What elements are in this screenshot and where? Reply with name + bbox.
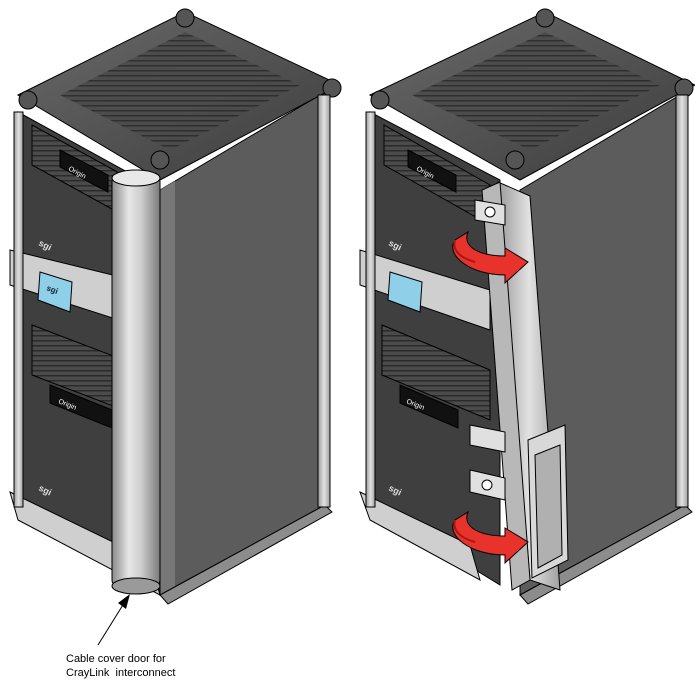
sgi-logo-lcd: sgi: [45, 283, 59, 295]
cabinet-open: Origin sgi Origin sgi: [359, 8, 695, 605]
cable-cover-door: [111, 175, 161, 587]
hinge-lower: [469, 424, 506, 501]
callout-label: Cable cover door for CrayLink interconne…: [66, 652, 266, 680]
control-panel-open: [359, 249, 491, 331]
rotation-arrow-icon: [452, 510, 529, 565]
cabinet-closed: Origin sgi sgi Origin sgi: [9, 8, 342, 605]
callout-line-2: CrayLink interconnect: [66, 667, 176, 679]
callout-line-1: Cable cover door for: [66, 653, 166, 665]
left-post: [13, 111, 24, 508]
right-post: [317, 94, 331, 508]
brand-plate-upper: [59, 149, 109, 193]
callout-arrow-icon: [97, 594, 130, 646]
rotation-arrow-icon: [452, 230, 529, 285]
hinge-upper: [474, 199, 506, 226]
